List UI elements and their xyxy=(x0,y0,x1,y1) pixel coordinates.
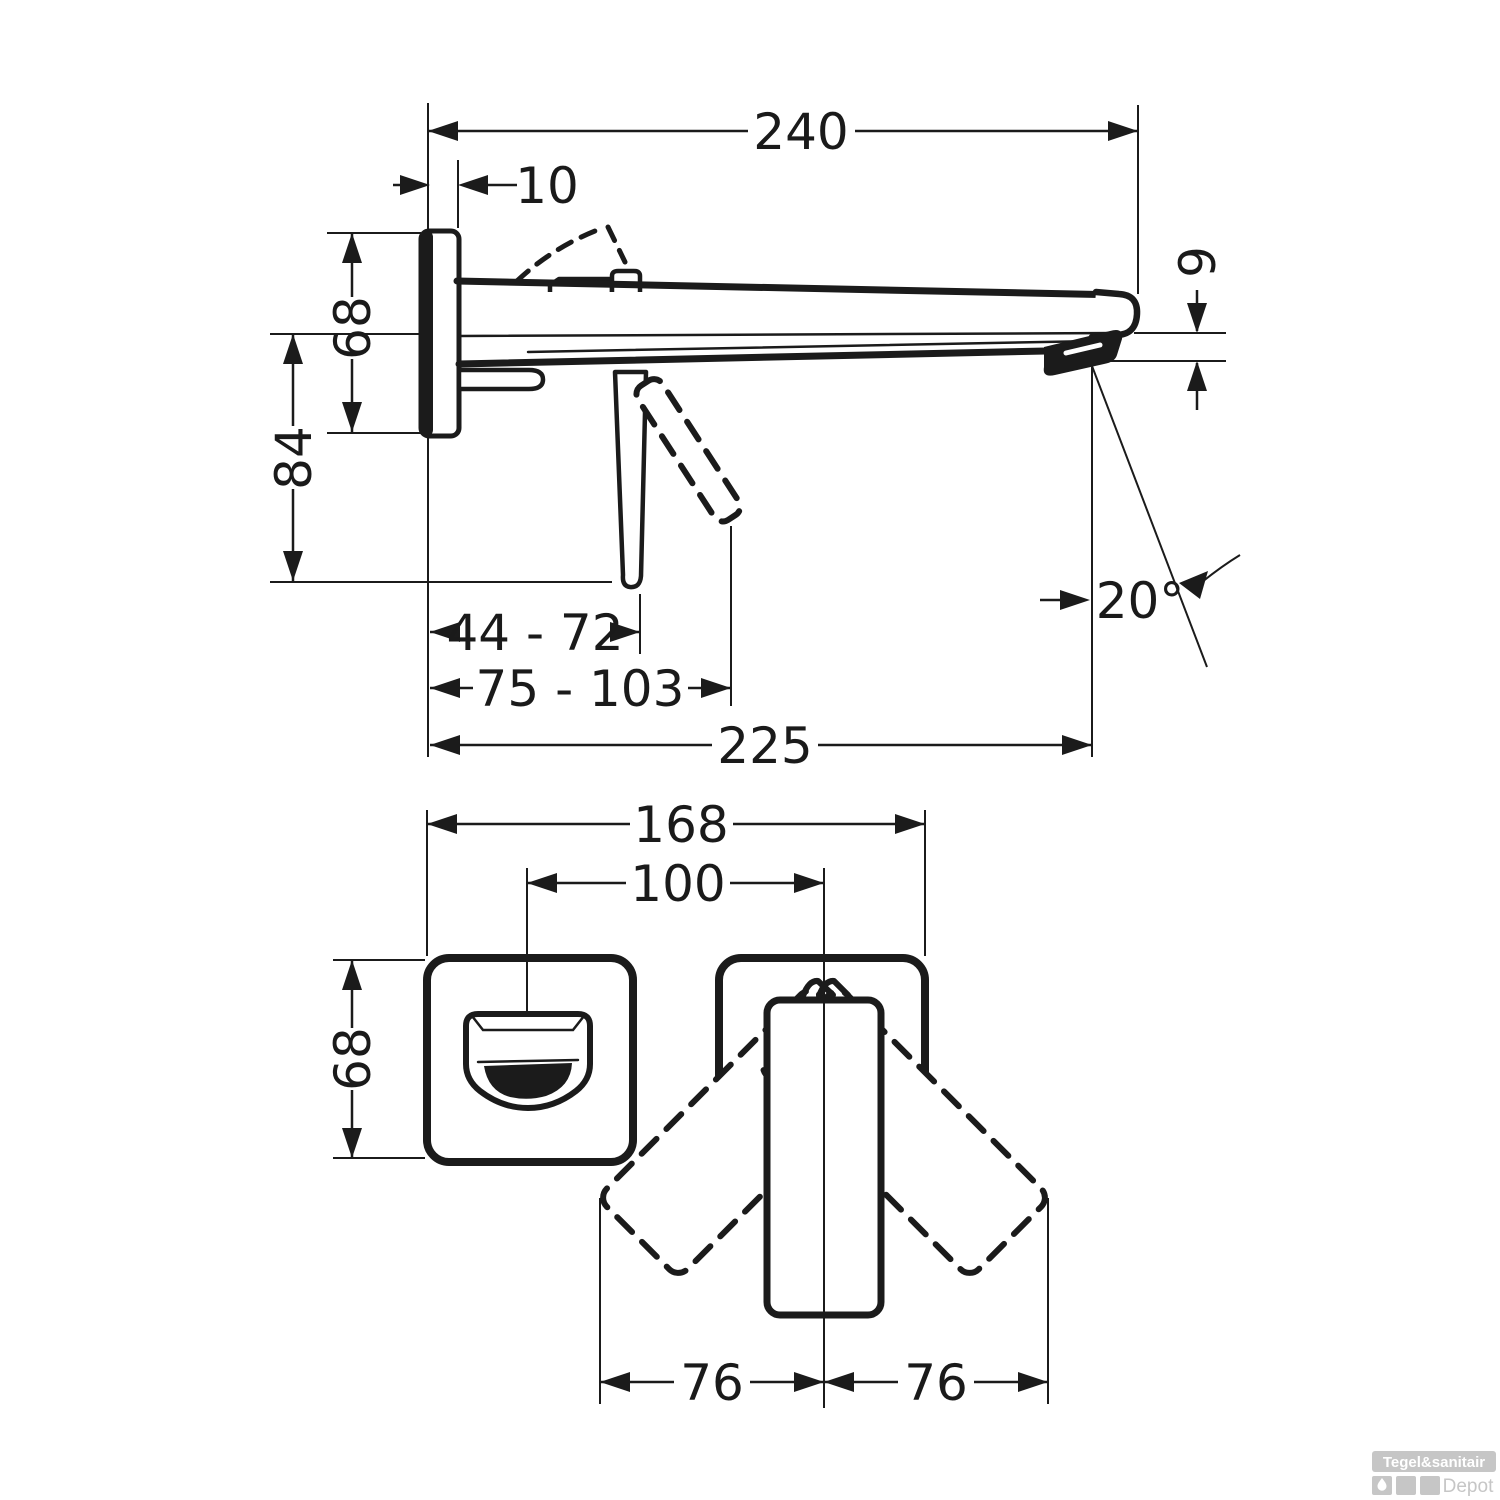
handle-lever-side xyxy=(612,369,649,590)
dim-swing-left: 76 xyxy=(600,1354,824,1412)
dim-handle-open: 75 - 103 xyxy=(430,660,731,718)
dim-plate-offset: 10 xyxy=(393,157,579,215)
dim-68-side-label: 68 xyxy=(324,296,382,360)
dim-spout-reach: 225 xyxy=(430,717,1092,775)
watermark-depot-text: Depot xyxy=(1443,1476,1494,1497)
dim-75-103-label: 75 - 103 xyxy=(476,660,685,718)
dim-spout-drop: 84 xyxy=(265,334,323,581)
dim-9-label: 9 xyxy=(1169,246,1227,278)
dim-20deg-label: 20° xyxy=(1096,572,1185,630)
spout-tip xyxy=(1088,288,1141,341)
dim-centres: 100 xyxy=(527,855,824,913)
dim-76-right-label: 76 xyxy=(904,1354,968,1412)
dim-44-72-label: 44 - 72 xyxy=(446,604,623,662)
aerator xyxy=(1043,330,1123,376)
watermark-banner xyxy=(1372,1451,1496,1472)
handle-lever-side-open-dashed xyxy=(633,376,744,525)
dim-escutcheon-height-front: 68 xyxy=(324,960,382,1158)
dim-225-label: 225 xyxy=(717,717,812,775)
mixer-chevron-mark xyxy=(800,977,851,999)
watermark: Tegel&sanitair Depot xyxy=(1372,1451,1496,1497)
spout-outlet-opening xyxy=(484,1063,572,1099)
side-view-drawing: 240 10 68 84 xyxy=(265,103,1241,775)
dim-240-label: 240 xyxy=(753,103,848,161)
side-view-extension-lines xyxy=(270,103,1241,757)
dim-100-label: 100 xyxy=(630,855,725,913)
dim-handle-angle: 20° xyxy=(1040,571,1208,630)
front-view-extension-lines xyxy=(333,810,1049,1404)
dim-10-label: 10 xyxy=(515,157,579,215)
watermark-brand-text: Tegel&sanitair xyxy=(1383,1454,1485,1471)
dim-76-left-label: 76 xyxy=(680,1354,744,1412)
handle-raised-dashed-outline xyxy=(514,224,628,284)
dim-68-front-label: 68 xyxy=(324,1027,382,1091)
spout-escutcheon-front xyxy=(423,954,637,1166)
dim-84-label: 84 xyxy=(265,426,323,490)
dim-escutcheon-height-side: 68 xyxy=(324,233,382,432)
dim-overall-width: 168 xyxy=(427,796,925,854)
front-view-drawing: 168 100 68 76 xyxy=(324,796,1049,1412)
dim-handle-closed: 44 - 72 xyxy=(430,604,640,662)
wall-plate-side xyxy=(418,228,462,439)
valve-sleeve xyxy=(456,367,546,392)
dim-swing-right: 76 xyxy=(824,1354,1048,1412)
dim-tip-height: 9 xyxy=(1169,246,1227,410)
dim-168-label: 168 xyxy=(633,796,728,854)
water-drop-icon xyxy=(1377,1478,1387,1491)
spout-body xyxy=(453,277,1141,376)
dim-overall-depth: 240 xyxy=(428,103,1138,161)
